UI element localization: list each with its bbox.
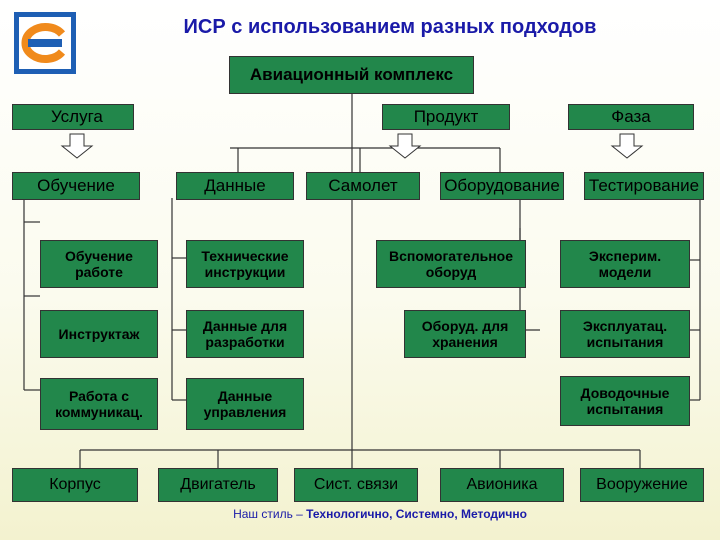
root-node: Авиационный комплекс (229, 56, 474, 94)
node-testing: Тестирование (584, 172, 704, 200)
aircraft-part: Вооружение (580, 468, 704, 502)
testing-item: Эксплуатац. испытания (560, 310, 690, 358)
testing-item: Доводочные испытания (560, 376, 690, 426)
node-aircraft: Самолет (306, 172, 420, 200)
aircraft-part: Корпус (12, 468, 138, 502)
approach-product: Продукт (382, 104, 510, 130)
approach-phase: Фаза (568, 104, 694, 130)
training-item: Обучение работе (40, 240, 158, 288)
training-item: Инструктаж (40, 310, 158, 358)
footer-prefix: Наш стиль – (233, 507, 307, 521)
node-training: Обучение (12, 172, 140, 200)
equipment-item: Вспомогательное оборуд (376, 240, 526, 288)
company-logo (14, 12, 76, 74)
node-equipment: Оборудование (440, 172, 564, 200)
data-item: Данные управления (186, 378, 304, 430)
aircraft-part: Двигатель (158, 468, 278, 502)
data-item: Технические инструкции (186, 240, 304, 288)
training-item: Работа с коммуникац. (40, 378, 158, 430)
aircraft-part: Сист. связи (294, 468, 418, 502)
data-item: Данные для разработки (186, 310, 304, 358)
aircraft-part: Авионика (440, 468, 564, 502)
equipment-item: Оборуд. для хранения (404, 310, 526, 358)
approach-service: Услуга (12, 104, 134, 130)
footer-motto: Наш стиль – Технологично, Системно, Мето… (160, 507, 600, 521)
footer-motto-text: Технологично, Системно, Методично (306, 507, 527, 521)
testing-item: Эксперим. модели (560, 240, 690, 288)
node-data: Данные (176, 172, 294, 200)
page-title: ИСР с использованием разных подходов (183, 16, 597, 38)
down-arrow-icon (60, 133, 94, 159)
down-arrow-icon (610, 133, 644, 159)
down-arrow-icon (388, 133, 422, 159)
